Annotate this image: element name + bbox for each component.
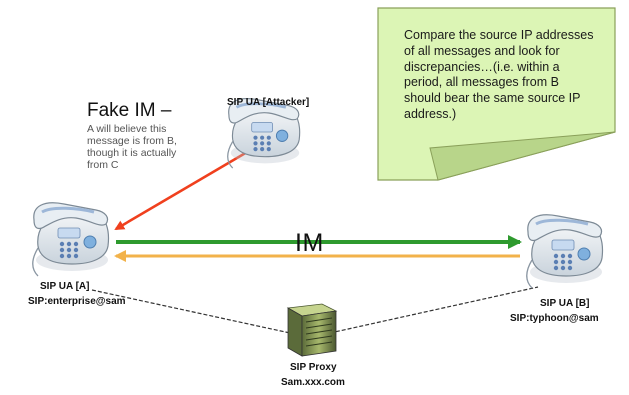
note-text: Compare the source IP addresses of all m… [404,28,594,121]
annotation-note [377,7,616,181]
ua-a-phone-icon [31,201,110,278]
proxy-link-a [91,289,291,334]
proxy-label: SIP Proxy [290,362,337,373]
ua-a-address: SIP:enterprise@sam [28,296,126,307]
ua-a-label: SIP UA [A] [40,281,90,292]
ua-b-address: SIP:typhoon@sam [510,313,599,324]
fake-im-arrow [114,146,255,231]
ua-b-label: SIP UA [B] [540,298,590,309]
fake-im-description: A will believe this message is from B, t… [87,123,177,171]
ua-b-phone-icon [525,213,604,290]
attacker-phone-icon [226,97,302,170]
proxy-link-b [329,286,539,334]
proxy-host: Sam.xxx.com [281,377,345,388]
im-label: IM [295,229,324,257]
fake-im-title: Fake IM – [87,100,172,121]
attacker-label: SIP UA [Attacker] [227,97,310,108]
proxy-server-icon [286,303,338,357]
